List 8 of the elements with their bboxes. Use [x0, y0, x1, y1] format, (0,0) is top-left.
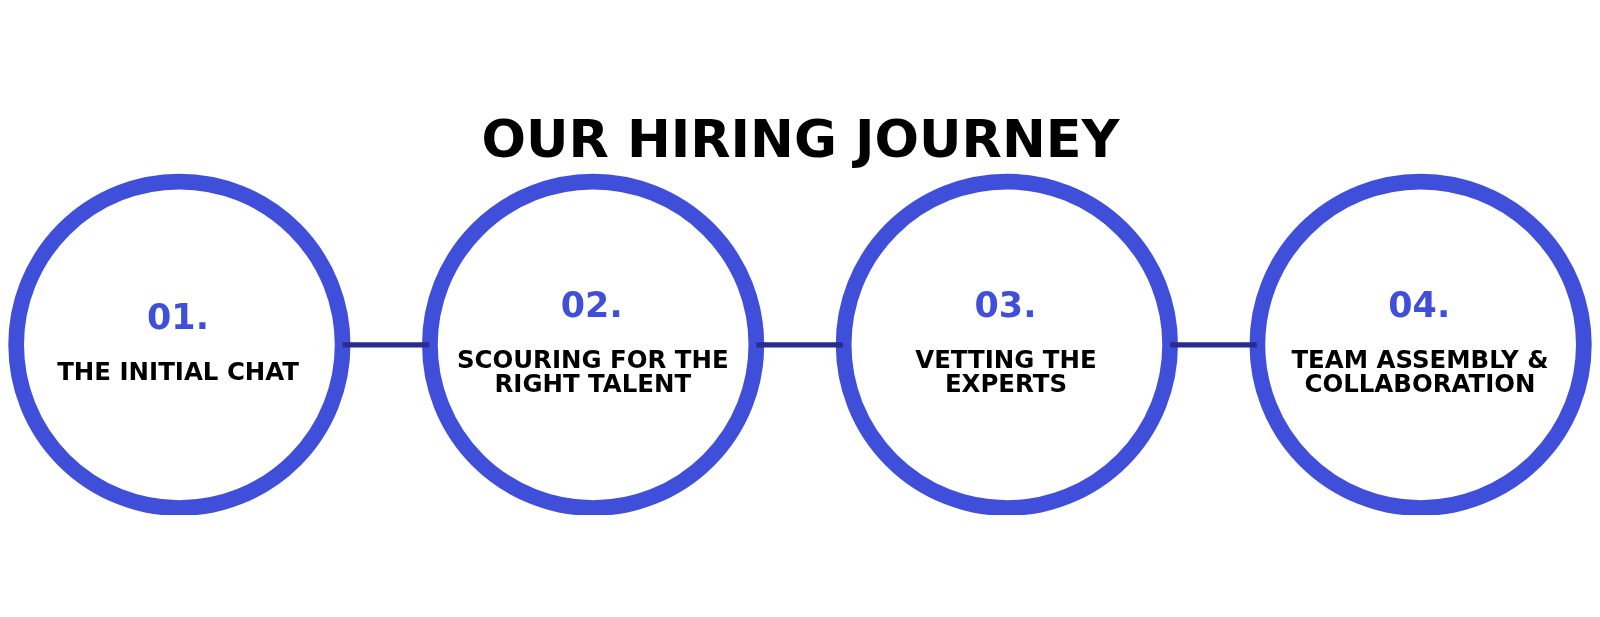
node-circle: 01. THE INITIAL CHAT [8, 173, 351, 515]
connector [342, 341, 430, 347]
node-circle: 04. TEAM ASSEMBLY & COLLABORATION [1249, 173, 1592, 515]
connector [756, 341, 844, 347]
diagram-title: OUR HIRING JOURNEY [481, 107, 1120, 169]
node-circle: 02. SCOURING FOR THE RIGHT TALENT [422, 173, 765, 515]
connector [1170, 341, 1257, 347]
node-circle: 03. VETTING THE EXPERTS [835, 173, 1178, 515]
